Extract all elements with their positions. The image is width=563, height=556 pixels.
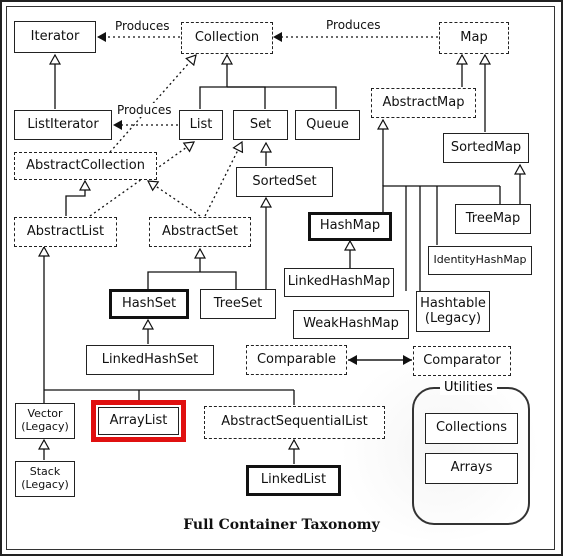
node-abstract-map: AbstractMap — [371, 88, 476, 118]
label-produces-listiterator: Produces — [117, 103, 172, 117]
edge-abstractset-abstractcollection — [148, 181, 201, 217]
node-abstract-list: AbstractList — [14, 217, 117, 247]
diagram-caption: Full Container Taxonomy — [183, 517, 380, 533]
node-queue: Queue — [295, 110, 360, 140]
hashtable-legacy: (Legacy) — [424, 310, 482, 326]
node-hash-map: HashMap — [308, 212, 392, 241]
node-collections: Collections — [425, 413, 518, 444]
node-identity-hash-map: IdentityHashMap — [428, 246, 532, 275]
node-map: Map — [439, 22, 509, 54]
stack-legacy: (Legacy) — [21, 478, 69, 491]
label-produces-map: Produces — [326, 18, 381, 32]
hashtable-name: Hashtable — [420, 295, 486, 311]
edge-abstractset-set — [204, 142, 242, 217]
edge-treeset-abstractset — [200, 271, 237, 289]
node-arrays: Arrays — [425, 453, 518, 484]
edge-list-collection — [199, 86, 227, 109]
edge-abstractcollection-collection — [109, 55, 196, 153]
edge-set-collection — [227, 86, 266, 109]
node-sorted-set: SortedSet — [236, 167, 333, 197]
label-produces-iterator: Produces — [115, 19, 170, 33]
node-vector: Vector (Legacy) — [15, 403, 75, 439]
node-stack: Stack (Legacy) — [15, 461, 75, 497]
node-list: List — [179, 110, 223, 140]
edge-queue-collection — [227, 86, 337, 109]
node-comparable: Comparable — [246, 345, 347, 375]
node-linked-hash-set: LinkedHashSet — [86, 345, 214, 375]
node-abstract-sequential-list: AbstractSequentialList — [204, 406, 385, 439]
node-sorted-map: SortedMap — [443, 133, 529, 163]
inner-frame — [6, 6, 555, 550]
node-abstract-collection: AbstractCollection — [14, 152, 157, 180]
arraylist-highlight — [91, 400, 186, 442]
stack-name: Stack — [29, 465, 61, 479]
utilities-title: Utilities — [440, 380, 497, 395]
node-linked-hash-map: LinkedHashMap — [284, 268, 394, 297]
node-weak-hash-map: WeakHashMap — [293, 310, 409, 339]
vector-legacy: (Legacy) — [21, 420, 69, 433]
node-tree-map: TreeMap — [455, 204, 531, 234]
node-hashtable: Hashtable (Legacy) — [416, 291, 490, 332]
node-list-iterator: ListIterator — [14, 110, 112, 140]
node-iterator: Iterator — [14, 21, 96, 53]
node-array-list: ArrayList — [98, 407, 179, 435]
node-set: Set — [233, 110, 288, 140]
edge-hashset-abstractset — [147, 271, 200, 289]
node-comparator: Comparator — [413, 346, 511, 376]
edge-abstractlist-abstractcollection — [65, 181, 85, 216]
edge-hashmap-abstractmap — [382, 185, 500, 214]
edge-abstractlist-list — [89, 142, 194, 217]
node-tree-set: TreeSet — [200, 289, 276, 319]
node-collection: Collection — [181, 22, 273, 54]
node-hash-set: HashSet — [109, 289, 189, 319]
node-abstract-set: AbstractSet — [149, 217, 251, 247]
vector-name: Vector — [27, 407, 63, 421]
node-linked-list: LinkedList — [246, 465, 341, 496]
